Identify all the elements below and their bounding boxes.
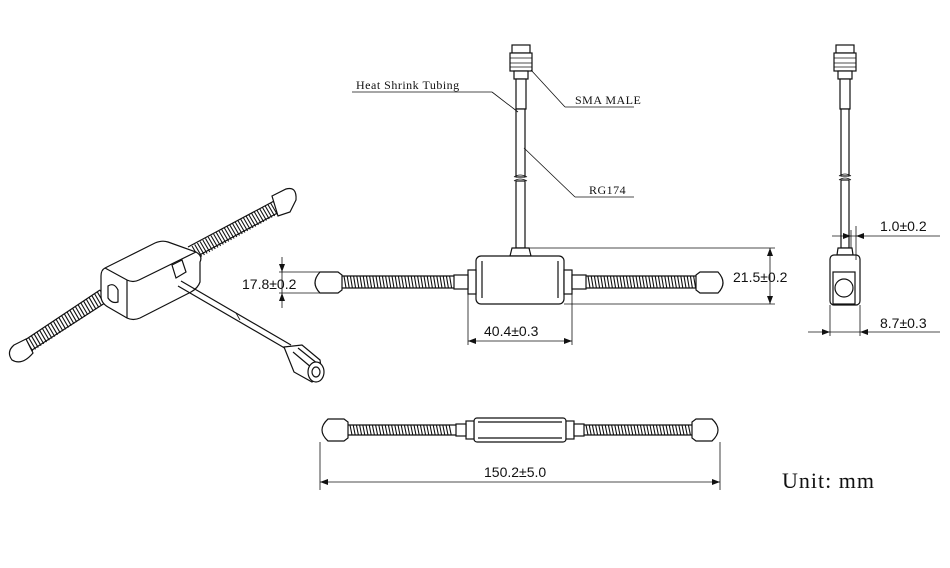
- callout-rg174: RG174: [523, 147, 634, 198]
- top-view: 150.2±5.0: [319, 417, 721, 490]
- dim-arm-diameter-label: 17.8±0.2: [242, 276, 297, 292]
- callout-sma-male: SMA MALE: [530, 69, 641, 108]
- dim-overall-length-label: 150.2±5.0: [484, 464, 546, 480]
- dim-arm-diameter: 17.8±0.2: [242, 257, 320, 308]
- dim-body-width: 40.4±0.3: [467, 294, 573, 345]
- rg174-label: RG174: [589, 183, 626, 197]
- heat-shrink-label: Heat Shrink Tubing: [356, 78, 460, 92]
- side-view: 1.0±0.2 8.7±0.3: [808, 44, 940, 336]
- iso-sma-connector: [283, 344, 325, 383]
- dim-body-depth: 8.7±0.3: [808, 305, 940, 336]
- side-sma-connector: [833, 44, 857, 110]
- front-arm-right: [563, 269, 724, 295]
- iso-spring-upper: [187, 187, 297, 259]
- callout-heat-shrink: Heat Shrink Tubing: [352, 78, 519, 113]
- top-arm-right: [565, 418, 719, 442]
- iso-housing: [100, 240, 202, 321]
- iso-spring-lower: [8, 289, 109, 363]
- iso-cable: [177, 280, 292, 351]
- front-arm-left: [314, 269, 477, 295]
- dim-cable-offset-label: 1.0±0.2: [880, 218, 927, 234]
- sma-male-label: SMA MALE: [575, 93, 641, 107]
- front-cable: [509, 108, 532, 257]
- front-housing: [475, 255, 565, 305]
- unit-note: Unit: mm: [782, 468, 875, 493]
- dim-body-height-label: 21.5±0.2: [733, 269, 788, 285]
- front-view: Heat Shrink Tubing SMA MALE RG174 17.8±0…: [242, 44, 788, 345]
- dim-body-height: 21.5±0.2: [528, 247, 788, 305]
- front-sma-connector: [509, 44, 533, 110]
- dim-body-depth-label: 8.7±0.3: [880, 315, 927, 331]
- side-cable: [836, 108, 854, 256]
- dim-body-width-label: 40.4±0.3: [484, 323, 539, 339]
- dim-overall-length: 150.2±5.0: [319, 442, 721, 490]
- top-arm-left: [321, 418, 475, 442]
- isometric-view: [8, 187, 325, 383]
- dim-cable-offset: 1.0±0.2: [832, 218, 940, 260]
